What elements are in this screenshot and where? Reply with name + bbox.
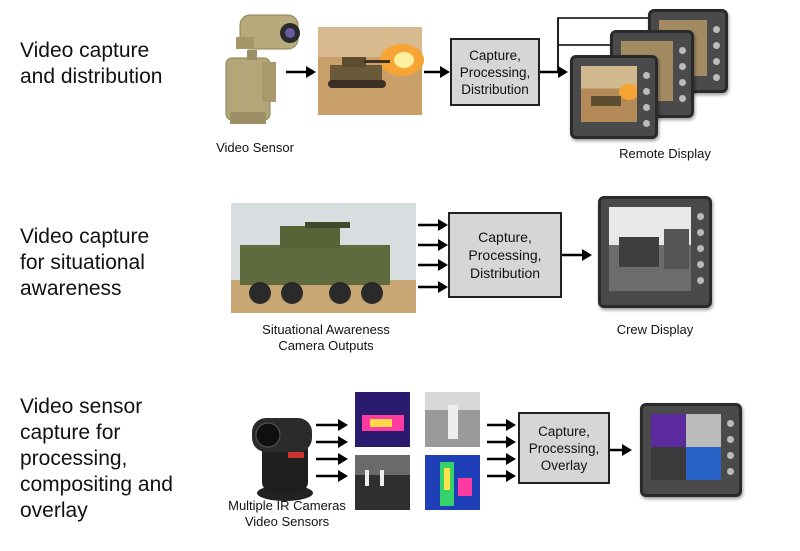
row2-processing-box: Capture, Processing, Distribution xyxy=(448,212,562,298)
row1-processing-box: Capture, Processing, Distribution xyxy=(450,38,540,106)
overlay-display xyxy=(640,403,742,497)
row3-title: Video sensor capture for processing, com… xyxy=(20,395,173,522)
video-sensor-camera-image xyxy=(225,14,300,124)
armored-vehicle-photo xyxy=(231,203,416,313)
row2-input-arrows xyxy=(418,219,448,293)
camera-outputs-caption: Situational Awareness Camera Outputs xyxy=(262,322,390,353)
ir-cameras-caption: Multiple IR Cameras Video Sensors xyxy=(228,498,346,529)
video-sensor-caption: Video Sensor xyxy=(216,140,294,155)
remote-display-caption: Remote Display xyxy=(619,146,711,161)
tank-firing-photo xyxy=(318,27,424,115)
ir-image-thermal-1 xyxy=(355,392,410,447)
crew-display-caption: Crew Display xyxy=(616,322,694,337)
ir-image-grayscale-2 xyxy=(355,455,410,510)
row3-camera-arrows xyxy=(316,419,348,482)
row3-processing-box: Capture, Processing, Overlay xyxy=(518,412,610,484)
ir-image-thermal-2 xyxy=(425,455,480,510)
row1-title: Video capture and distribution xyxy=(20,39,163,88)
remote-display-front xyxy=(570,55,658,139)
row2-title: Video capture for situational awareness xyxy=(20,225,150,300)
ir-camera-image xyxy=(252,418,313,501)
ir-image-grayscale-1 xyxy=(425,392,480,447)
crew-display xyxy=(598,196,712,308)
row3-box-arrows xyxy=(487,419,516,482)
